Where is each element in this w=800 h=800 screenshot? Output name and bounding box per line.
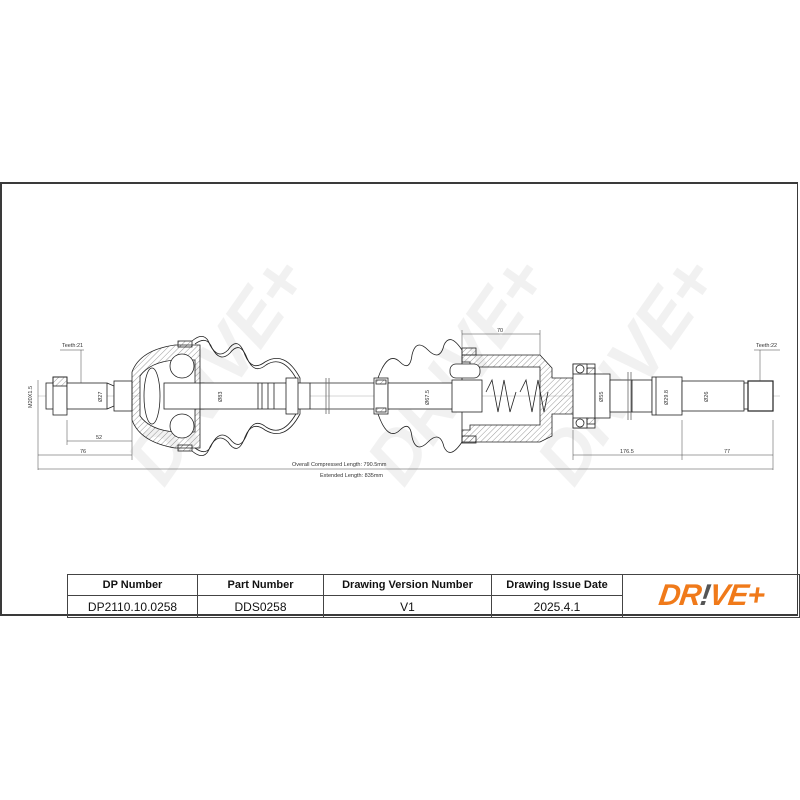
dia-bearing: Ø55 — [599, 392, 605, 402]
value-part-number: DDS0258 — [197, 595, 324, 618]
header-drawing-version: Drawing Version Number — [323, 574, 492, 596]
dim-77: 77 — [724, 449, 730, 455]
header-part-number: Part Number — [197, 574, 324, 596]
overall-compressed-length: Overall Compressed Length: 790.5mm — [292, 462, 387, 468]
dia-left-stub: Ø27 — [98, 392, 104, 402]
teeth-right-label: Teeth:22 — [756, 343, 777, 349]
left-stub-axle — [45, 376, 133, 416]
outer-cv-joint — [131, 340, 205, 452]
value-issue-date: 2025.4.1 — [491, 595, 623, 618]
dim-52: 52 — [96, 435, 102, 441]
dia-left-boot: Ø83 — [218, 392, 224, 402]
dia-right-stub: Ø26 — [704, 392, 710, 402]
inner-tripod-joint — [449, 347, 576, 444]
bearing — [572, 363, 596, 429]
header-issue-date: Drawing Issue Date — [491, 574, 623, 596]
title-block: DP Number Part Number Drawing Version Nu… — [67, 574, 800, 618]
dim-70: 70 — [497, 328, 503, 334]
brand-logo: DR!VE+ — [622, 574, 800, 618]
value-dp-number: DP2110.10.0258 — [67, 595, 198, 618]
teeth-left-label: Teeth:21 — [62, 343, 83, 349]
thread-label: M20X1.5 — [28, 386, 34, 408]
dimension-lines — [37, 330, 780, 470]
header-dp-number: DP Number — [67, 574, 198, 596]
dia-inner-boot: Ø67.5 — [425, 390, 431, 405]
extended-length: Extended Length: 835mm — [320, 473, 383, 479]
logo-text-ve-plus: VE+ — [706, 579, 766, 612]
logo-text-dr: DR — [656, 579, 703, 612]
dim-176-5: 176.5 — [620, 449, 634, 455]
right-stub-axle — [594, 372, 774, 420]
dim-76: 76 — [80, 449, 86, 455]
dia-seal: Ø29.8 — [664, 390, 670, 405]
value-drawing-version: V1 — [323, 595, 492, 618]
